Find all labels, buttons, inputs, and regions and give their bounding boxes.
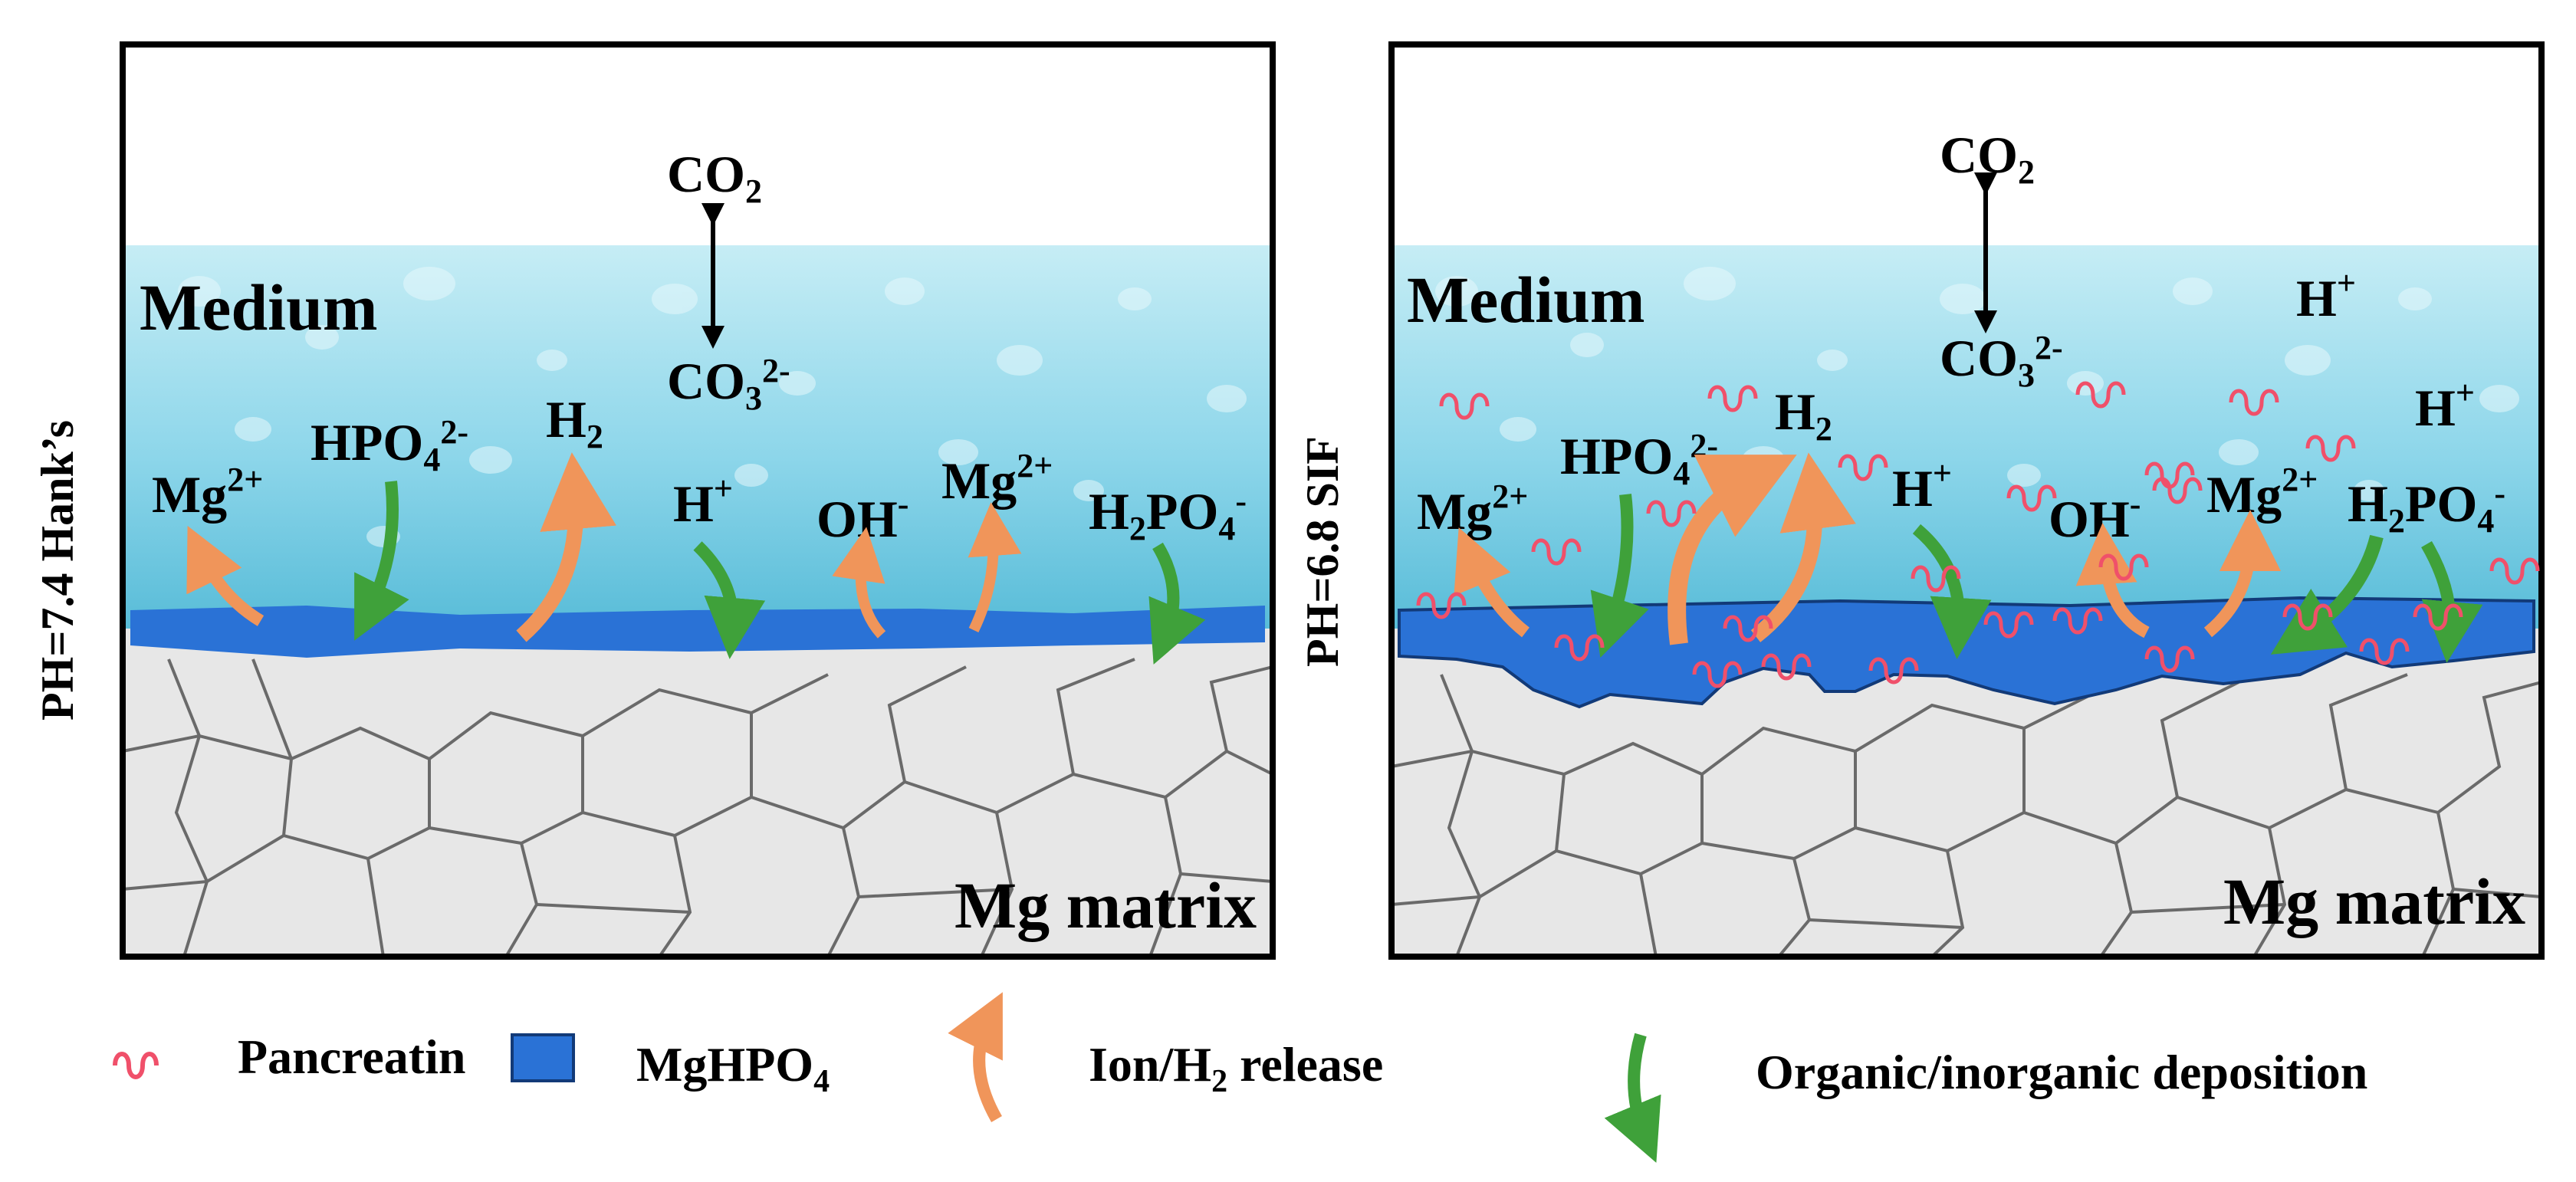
h2-label: H2	[546, 390, 603, 455]
h2po4-label: H2PO4-	[1089, 482, 1247, 547]
legend-mghpo4-label: MgHPO4	[636, 1037, 830, 1099]
panel-right-frame	[1388, 41, 2545, 960]
panel-left-frame	[120, 41, 1276, 960]
legend: Pancreatin MgHPO4 Ion/H2 release Organic…	[113, 992, 2367, 1163]
h2-label: H2	[1775, 383, 1832, 448]
panel-left-condition-label: PH=7.4 Hank’s	[32, 420, 83, 721]
mghpo4-swatch-icon	[511, 1033, 575, 1082]
grain-boundaries	[122, 658, 1273, 958]
co3-label: CO32-	[667, 352, 790, 417]
mg-matrix-region	[123, 629, 1273, 957]
legend-deposition-label: Organic/inorganic deposition	[1756, 1045, 2367, 1099]
h2-release-arrow-large	[1668, 455, 1797, 645]
hplus-label: H+	[1892, 455, 1952, 517]
h2po4-deposition-arrow	[1148, 542, 1206, 665]
co3-label: CO32-	[1940, 329, 2063, 394]
oh-release-arrow	[2075, 523, 2150, 639]
panel-right-condition-label: PH=6.8 SIF	[1297, 436, 1348, 667]
oh-label: OH-	[816, 485, 909, 548]
hpo4-deposition-arrow	[354, 481, 409, 641]
medium-label: Medium	[140, 271, 378, 344]
deposition-arrow-icon	[1604, 1033, 1661, 1163]
pancreatin-molecules	[1416, 381, 2540, 688]
co2-label: CO2	[667, 145, 762, 210]
oh-label: OH-	[2049, 485, 2141, 548]
mg2plus-label-1: Mg2+	[152, 461, 263, 524]
hpo4-label: HPO42-	[310, 413, 468, 478]
panel-right: CO2 CO32- Medium Mg matrix Mg2+ HPO42- H…	[1297, 41, 2545, 960]
hplus-label-right: H+	[2415, 374, 2475, 437]
hplus-label-upper: H+	[2296, 264, 2356, 327]
mg-release-arrow-1	[186, 525, 264, 626]
h2-release-arrow	[516, 452, 616, 642]
release-arrow-icon	[948, 992, 1003, 1122]
mg2plus-label-2: Mg2+	[941, 447, 1053, 510]
grain-boundaries	[1391, 673, 2542, 958]
mg-matrix-label: Mg matrix	[955, 868, 1257, 942]
hplus-deposition-arrow	[1912, 524, 1992, 659]
mg-matrix-label: Mg matrix	[2223, 865, 2525, 938]
hpo4-deposition-arrow	[1590, 494, 1649, 658]
hplus-label: H+	[673, 470, 733, 533]
oh-release-arrow	[832, 527, 886, 639]
hplus-deposition-arrow	[693, 541, 766, 659]
h2po4-deposition-arrow-2	[2421, 540, 2483, 663]
mg-release-arrow-1	[1454, 527, 1530, 638]
mg-release-arrow-2	[2203, 510, 2281, 638]
legend-pancreatin-label: Pancreatin	[238, 1029, 465, 1084]
pancreatin-icon	[113, 1052, 159, 1079]
medium-region	[123, 245, 1273, 629]
droplet-texture	[178, 267, 1247, 547]
co2-label: CO2	[1940, 126, 2035, 191]
mg-release-arrow-2	[968, 502, 1022, 633]
legend-release-label: Ion/H2 release	[1089, 1037, 1383, 1099]
panel-left: CO2 CO32- Medium Mg matrix Mg2+ HPO42- H…	[32, 41, 1276, 960]
h2po4-label: H2PO4-	[2348, 474, 2505, 540]
medium-label: Medium	[1407, 263, 1645, 337]
